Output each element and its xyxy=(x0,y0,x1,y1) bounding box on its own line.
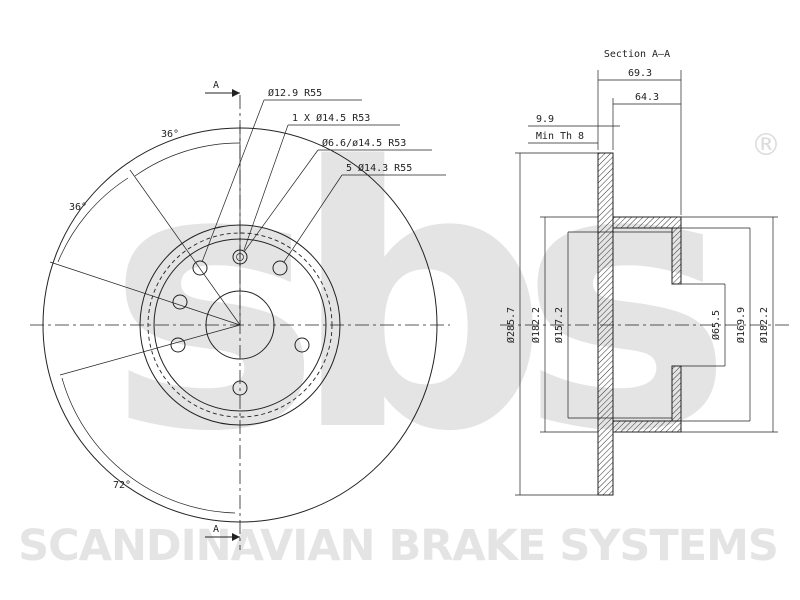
dim-diameter-285-7: Ø285.7 xyxy=(505,307,517,343)
angle-label-36-left: 36° xyxy=(69,202,87,213)
hole-callout-3: Ø6.6/ø14.5 R53 xyxy=(243,137,432,253)
dim-diameter-169-9: Ø169.9 xyxy=(735,307,747,343)
hole-callout-4: 5 Ø14.3 R55 xyxy=(283,162,446,263)
hat-face-lower xyxy=(671,365,682,422)
dim-diameter-182-2-right: Ø182.2 xyxy=(758,307,770,343)
angle-label-36-top: 36° xyxy=(161,129,179,140)
company-name-watermark: SCANDINAVIAN BRAKE SYSTEMS xyxy=(18,521,778,571)
angle-line xyxy=(59,324,241,376)
angle-arc-36-top xyxy=(134,142,241,177)
hat-face-upper xyxy=(671,227,682,285)
front-view: 36° 36° 72° A A Ø12.9 R55 1 X Ø14.5 R53 … xyxy=(30,80,450,550)
angle-label-72: 72° xyxy=(113,480,131,491)
dim-overall-width: 69.3 xyxy=(628,68,652,79)
bolt-hole xyxy=(294,337,310,353)
hole-callout-1: Ø12.9 R55 xyxy=(201,87,362,263)
bolt-hole xyxy=(192,260,208,276)
friction-ring-section xyxy=(597,152,614,496)
leader-line xyxy=(243,124,289,251)
angle-arc-72 xyxy=(61,377,236,514)
hole-callout-text: Ø6.6/ø14.5 R53 xyxy=(322,137,406,149)
angle-line xyxy=(129,169,241,326)
watermark-logo: sbs xyxy=(107,91,721,510)
hole-callout-text: 1 X Ø14.5 R53 xyxy=(292,112,370,124)
dim-hat-depth: 64.3 xyxy=(635,92,659,103)
bolt-hole xyxy=(232,380,248,396)
angle-arc-36-left xyxy=(57,177,129,263)
dim-disc-thickness: 9.9 xyxy=(536,114,554,125)
leader-line xyxy=(201,99,265,263)
section-marker-bottom-arrow xyxy=(232,533,240,541)
leader-line xyxy=(243,149,319,253)
section-marker-top-label: A xyxy=(213,80,219,91)
dim-min-thickness: Min Th 8 xyxy=(536,131,584,142)
bolt-hole xyxy=(170,337,186,353)
bolt-hole xyxy=(172,294,188,310)
section-marker-bottom-label: A xyxy=(213,524,219,535)
hole-callout-2: 1 X Ø14.5 R53 xyxy=(243,112,400,251)
dim-diameter-157-2: Ø157.2 xyxy=(553,307,565,343)
section-title: Section A–A xyxy=(604,49,670,60)
hat-inner-edge-hidden xyxy=(147,232,333,418)
angle-line xyxy=(49,261,241,326)
hole-callout-text: 5 Ø14.3 R55 xyxy=(346,162,412,174)
dim-diameter-182-2-left: Ø182.2 xyxy=(530,307,542,343)
leader-line xyxy=(283,174,343,263)
hole-callout-text: Ø12.9 R55 xyxy=(268,87,322,99)
dim-diameter-65-5: Ø65.5 xyxy=(710,310,722,340)
section-view: Section A–A 69.3 64.3 9.9 Min Th 8 xyxy=(500,49,790,496)
hat-top-wall xyxy=(612,216,682,229)
registered-mark: ® xyxy=(751,128,781,163)
section-marker-top-arrow xyxy=(232,89,240,97)
hat-bottom-wall xyxy=(612,420,682,433)
bolt-hole xyxy=(272,260,288,276)
